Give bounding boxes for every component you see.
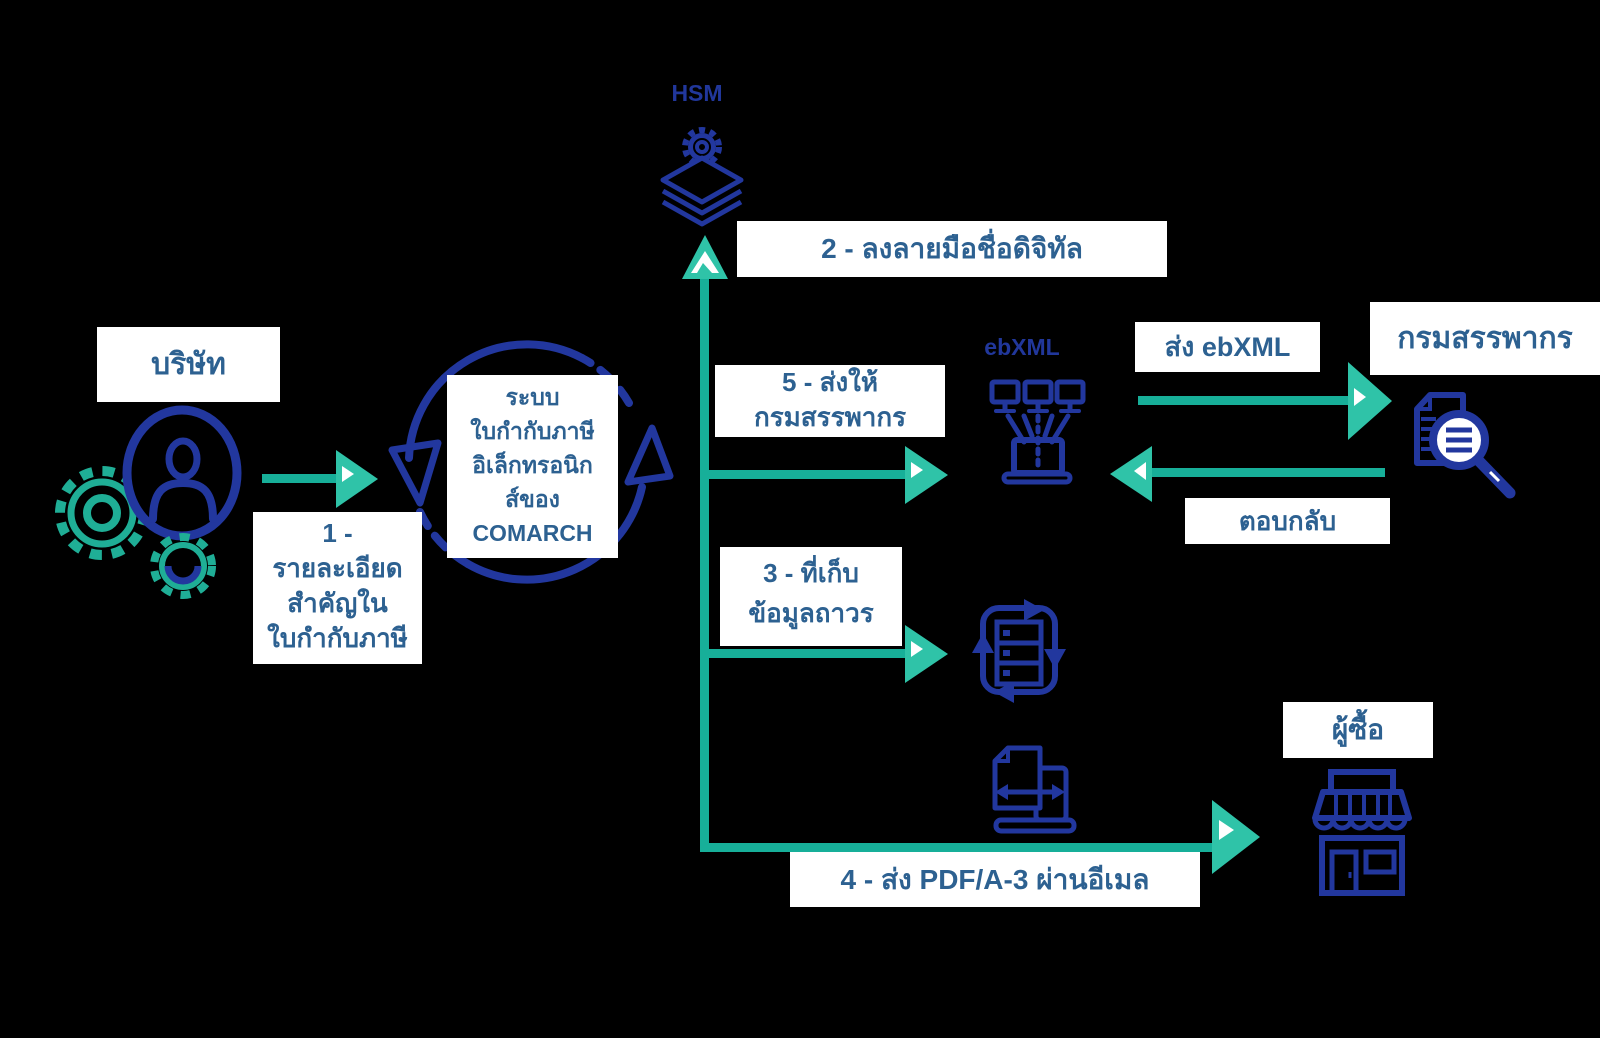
arrowhead-to-buyer bbox=[1212, 800, 1260, 874]
server-leds bbox=[1003, 630, 1010, 676]
cycle-arrowhead-left bbox=[388, 439, 442, 507]
awning-stripes bbox=[1334, 795, 1392, 815]
cycle-arrowhead-right bbox=[624, 424, 674, 486]
hsm-node-label: HSM bbox=[671, 80, 723, 106]
system-line: COMARCH bbox=[472, 520, 593, 546]
user-circle bbox=[122, 405, 242, 541]
funnel-lines bbox=[1005, 413, 1071, 445]
hsm-stack-layer2 bbox=[661, 188, 743, 216]
comarch-system-label: ระบบ ใบกำกับภาษี อิเล็กทรอนิก ส์ของ COMA… bbox=[447, 375, 618, 558]
store-body bbox=[1319, 835, 1405, 896]
cycle-arc-dashed-bottom bbox=[416, 508, 472, 568]
ebxml-node-label: ebXML bbox=[984, 334, 1060, 360]
small-gear-hole bbox=[164, 565, 202, 585]
cycle-arc-bottom bbox=[464, 483, 646, 584]
reply-label: ตอบกลับ bbox=[1185, 498, 1390, 544]
step4-label: 4 - ส่ง PDF/A-3 ผ่านอีเมล bbox=[790, 852, 1200, 907]
small-gear-icon bbox=[150, 533, 216, 599]
step1-line: รายละเอียด bbox=[272, 553, 403, 583]
document-text-lines bbox=[1421, 417, 1436, 451]
trunk-line-vertical bbox=[700, 266, 709, 848]
system-line: ส์ของ bbox=[505, 486, 560, 512]
step2-label: 2 - ลงลายมือชื่อดิจิทัล bbox=[737, 221, 1167, 277]
step5-line: 5 - ส่งให้ bbox=[782, 367, 878, 397]
document-magnifier-icon bbox=[1414, 392, 1516, 499]
hsm-stack-top bbox=[660, 155, 744, 205]
arrow-to-ebxml-gateway bbox=[700, 446, 948, 504]
cycle-arrows-icon bbox=[388, 340, 674, 584]
step3-label: 3 - ที่เก็บ ข้อมูลถาวร bbox=[720, 547, 902, 646]
system-line: ใบกำกับภาษี bbox=[470, 418, 595, 444]
user-with-gears-icon bbox=[55, 405, 242, 599]
server-sync-icon bbox=[972, 599, 1066, 703]
arrow-send-ebxml bbox=[1138, 362, 1392, 440]
laptop-base bbox=[1001, 471, 1073, 485]
transfer-laptop-base bbox=[993, 817, 1077, 834]
hsm-gear-hole bbox=[695, 140, 709, 154]
arrow-company-to-system bbox=[262, 450, 378, 508]
lens-text-lines bbox=[1446, 427, 1472, 453]
step3-line: ข้อมูลถาวร bbox=[748, 598, 874, 628]
step5-line: กรมสรรพากร bbox=[753, 402, 907, 432]
transfer-arrowheads bbox=[995, 784, 1065, 800]
handle-highlight bbox=[1488, 470, 1501, 483]
user-shoulders bbox=[149, 478, 217, 523]
document-fold bbox=[1417, 395, 1432, 411]
monitor-icon bbox=[989, 379, 1021, 405]
send-ebxml-label: ส่ง ebXML bbox=[1135, 322, 1320, 372]
step1-line: ใบกำกับภาษี bbox=[267, 623, 408, 653]
store-door bbox=[1329, 849, 1359, 896]
revenue-department-node-label: กรมสรรพากร bbox=[1370, 302, 1600, 375]
arrowhead-up-to-hsm bbox=[682, 235, 728, 279]
monitors-funnel-laptop-icon bbox=[989, 379, 1086, 485]
store-window bbox=[1363, 849, 1397, 875]
step3-line: 3 - ที่เก็บ bbox=[763, 558, 859, 588]
step5-label: 5 - ส่งให้ กรมสรรพากร bbox=[715, 365, 945, 437]
company-node-label: บริษัท bbox=[97, 327, 280, 402]
step1-line: 1 - bbox=[322, 518, 353, 548]
server-shelves bbox=[997, 640, 1041, 666]
monitor-icon bbox=[1054, 379, 1086, 405]
system-line: อิเล็กทรอนิก bbox=[472, 452, 593, 478]
document-laptop-transfer-icon bbox=[992, 745, 1077, 834]
storefront-icon bbox=[1312, 769, 1412, 896]
hsm-gear-stack-icon bbox=[660, 127, 744, 227]
transfer-document-fold bbox=[995, 748, 1010, 763]
arrow-reply bbox=[1110, 446, 1385, 502]
trunk-line-bottom bbox=[700, 843, 1212, 852]
monitor-stands bbox=[1002, 400, 1073, 412]
system-line: ระบบ bbox=[505, 384, 560, 410]
monitor-icon bbox=[1022, 379, 1054, 405]
step1-label: 1 - รายละเอียด สำคัญใน ใบกำกับภาษี bbox=[253, 512, 422, 664]
transfer-document bbox=[992, 745, 1043, 811]
hsm-stack-layer3 bbox=[661, 199, 743, 227]
user-head bbox=[165, 437, 201, 481]
flow-arrows bbox=[262, 235, 1392, 874]
buyer-node-label: ผู้ซื้อ bbox=[1283, 702, 1433, 758]
hsm-gear-body bbox=[688, 133, 716, 161]
awning-scallops bbox=[1312, 818, 1408, 831]
cycle-arc-top bbox=[405, 340, 586, 462]
arrow-to-archive bbox=[700, 625, 948, 683]
step1-line: สำคัญใน bbox=[287, 588, 388, 618]
